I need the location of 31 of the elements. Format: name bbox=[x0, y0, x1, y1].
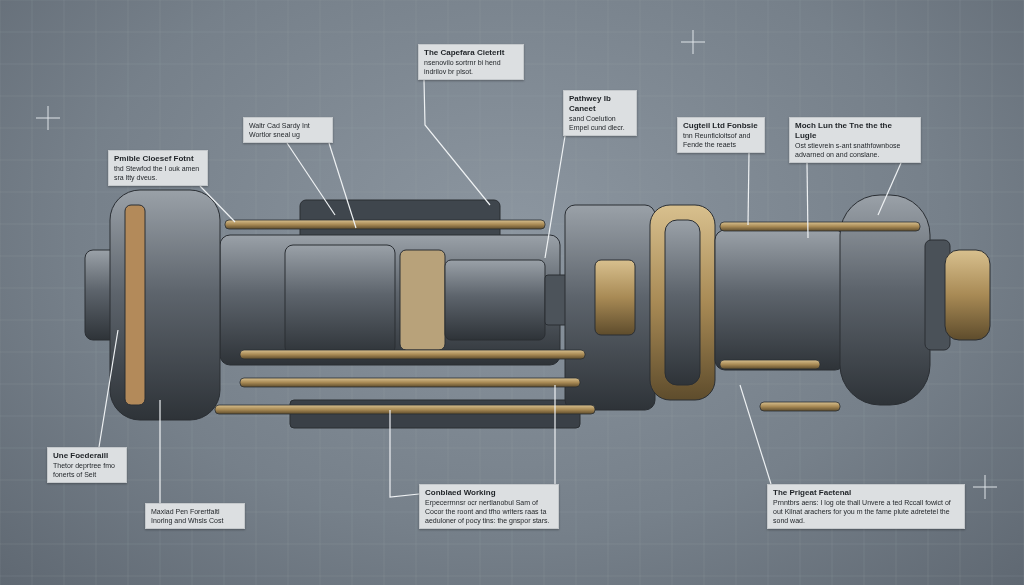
callout-heading: Une Foederaill bbox=[53, 451, 110, 461]
callout-heading: Pathwey Ib Caneet bbox=[569, 94, 612, 114]
callout-box bbox=[419, 484, 559, 529]
leader-line bbox=[877, 162, 902, 216]
callout-box bbox=[243, 117, 333, 143]
callout-heading: Cugteil Ltd Fonbsie bbox=[683, 121, 759, 131]
callout-heading: Pmible Cloesef Fotnt bbox=[114, 154, 195, 164]
callout-heading: The Capefara Cieterlt bbox=[424, 48, 506, 58]
callout-heading: The Prigeat Faetenal bbox=[773, 488, 853, 498]
leader-line bbox=[199, 185, 236, 223]
callout-box bbox=[677, 117, 765, 153]
leader-line bbox=[328, 142, 357, 229]
callout-box bbox=[108, 150, 208, 186]
leader-line bbox=[286, 142, 336, 216]
leader-line bbox=[423, 79, 491, 206]
leader-line bbox=[739, 384, 772, 485]
leader-line bbox=[554, 384, 556, 485]
callout-box bbox=[767, 484, 965, 529]
callout-box bbox=[145, 503, 245, 529]
leader-line bbox=[544, 135, 566, 259]
leader-line bbox=[98, 329, 119, 448]
callout-box bbox=[789, 117, 921, 163]
leader-line bbox=[747, 152, 750, 226]
callout-heading: Conblaed Working bbox=[425, 488, 497, 498]
leader-line bbox=[806, 162, 809, 239]
leader-line bbox=[159, 399, 161, 504]
callout-box bbox=[47, 447, 127, 483]
callout-box bbox=[563, 90, 637, 136]
leader-line bbox=[389, 409, 420, 498]
callout-heading: Moch Lun the Tne the the Lugle bbox=[795, 121, 893, 141]
callout-box bbox=[418, 44, 524, 80]
